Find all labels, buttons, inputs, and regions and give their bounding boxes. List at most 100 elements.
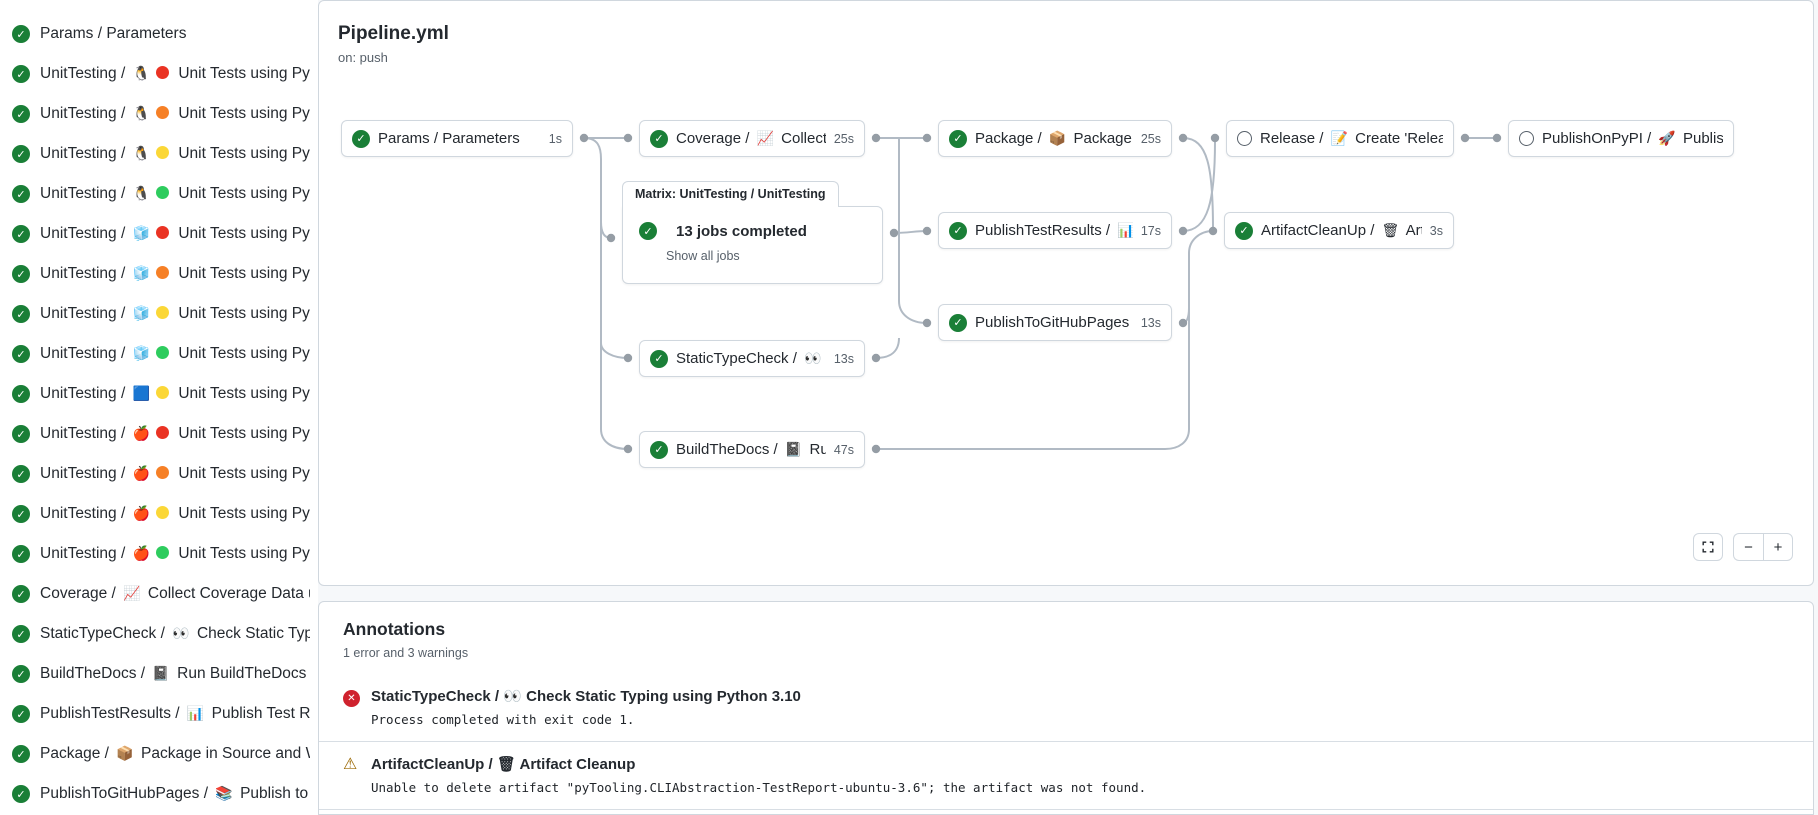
annotation-title[interactable]: ArtifactCleanUp / 🗑 Artifact Cleanup <box>371 756 636 773</box>
sidebar-job-item[interactable]: ✓UnitTesting / 🐧 Unit Tests using Pyth..… <box>0 174 318 214</box>
notebook-icon: 📓 <box>152 665 170 681</box>
annotations-list: ✕StaticTypeCheck / 👀 Check Static Typing… <box>319 674 1813 810</box>
workflow-node-publishtogithubpages[interactable]: ✓PublishToGitHubPages / 📚 ...13s <box>938 304 1172 341</box>
sidebar-job-item[interactable]: ✓UnitTesting / 🐧 Unit Tests using Pyth..… <box>0 54 318 94</box>
package-icon: 📦 <box>116 745 134 761</box>
sidebar-job-item[interactable]: ✓UnitTesting / 🧊 Unit Tests using Pyth..… <box>0 214 318 254</box>
sidebar-job-label: UnitTesting / 🍎 Unit Tests using Pyth... <box>40 425 310 442</box>
rocket-icon: 🚀 <box>1658 130 1676 146</box>
sidebar-job-item[interactable]: ✓UnitTesting / 🍎 Unit Tests using Pyth..… <box>0 454 318 494</box>
sidebar-job-label: UnitTesting / 🐧 Unit Tests using Pyth... <box>40 105 310 122</box>
workflow-node-release[interactable]: Release / 📝 Create 'Release P... <box>1226 120 1454 157</box>
sidebar-job-label: UnitTesting / 🍎 Unit Tests using Pyth... <box>40 545 310 562</box>
sidebar-job-item[interactable]: ✓ UnitTesting / 🧊 Unit Tests using Pyth..… <box>0 334 318 374</box>
workflow-node-package[interactable]: ✓Package / 📦 Package in So...25s <box>938 120 1172 157</box>
linux-penguin-icon: 🐧 <box>132 145 151 161</box>
apple-icon: 🍎 <box>132 545 151 561</box>
sidebar-job-item[interactable]: ✓UnitTesting / 🍎 Unit Tests using Pyth..… <box>0 494 318 534</box>
sidebar-job-label: Package / 📦 Package in Source and Wh... <box>40 745 310 762</box>
success-check-icon: ✓ <box>12 465 30 483</box>
sidebar-job-item[interactable]: ✓UnitTesting / 🧊 Unit Tests using Pyth..… <box>0 254 318 294</box>
pending-circle-icon <box>1519 131 1534 146</box>
ice-cube-icon: 🧊 <box>132 225 151 241</box>
annotation-title[interactable]: StaticTypeCheck / 👀 Check Static Typing … <box>371 688 801 705</box>
node-label: Params / Parameters <box>378 130 520 147</box>
success-check-icon: ✓ <box>12 665 30 683</box>
package-icon: 📦 <box>1048 130 1067 146</box>
success-check-icon: ✓ <box>12 345 30 363</box>
workflow-node-publishtestresults[interactable]: ✓PublishTestResults / 📊 Pu...17s <box>938 212 1172 249</box>
chart-increasing-icon: 📈 <box>123 585 141 601</box>
sidebar-job-label: UnitTesting / 🐧 Unit Tests using Pyth... <box>40 65 310 82</box>
sidebar-job-item[interactable]: ✓UnitTesting / 🟦 Unit Tests using Pyth..… <box>0 374 318 414</box>
pending-circle-icon <box>1237 131 1252 146</box>
success-check-icon: ✓ <box>12 425 30 443</box>
jobs-sidebar: ✓Params / Parameters✓UnitTesting / 🐧 Uni… <box>0 0 318 815</box>
zoom-out-button[interactable]: − <box>1733 533 1763 561</box>
apple-icon: 🍎 <box>132 425 151 441</box>
sidebar-job-item[interactable]: ✓Params / Parameters <box>0 14 318 54</box>
sidebar-job-item[interactable]: ✓UnitTesting / 🐧 Unit Tests using Pyth..… <box>0 94 318 134</box>
workflow-trigger: on: push <box>338 50 388 65</box>
sidebar-job-item[interactable]: ✓UnitTesting / 🐧 Unit Tests using Pyth..… <box>0 134 318 174</box>
success-check-icon: ✓ <box>949 129 967 148</box>
python-version-dot-icon <box>156 506 170 519</box>
bar-chart-icon: 📊 <box>1117 222 1133 238</box>
ice-cube-icon: 🧊 <box>132 345 151 361</box>
workflow-node-coverage[interactable]: ✓Coverage / 📈 Collect Cove...25s <box>639 120 865 157</box>
fullscreen-button[interactable] <box>1693 533 1723 561</box>
matrix-group-tab[interactable]: Matrix: UnitTesting / UnitTesting <box>622 181 839 207</box>
workflow-node-artifactcleanup[interactable]: ✓ArtifactCleanUp / 🗑 Artifac...3s <box>1224 212 1454 249</box>
ice-cube-icon: 🧊 <box>132 265 151 281</box>
apple-icon: 🍎 <box>132 465 151 481</box>
success-check-icon: ✓ <box>12 745 30 763</box>
notebook-icon: 📓 <box>784 441 803 457</box>
sidebar-job-item[interactable]: ✓PublishToGitHubPages / 📚 Publish to G..… <box>0 774 318 814</box>
success-check-icon: ✓ <box>12 545 30 563</box>
workflow-graph-card: Pipeline.yml on: push ✓Params / Paramete… <box>318 0 1814 586</box>
success-check-icon: ✓ <box>12 185 30 203</box>
sidebar-job-label: UnitTesting / 🍎 Unit Tests using Pyth... <box>40 505 310 522</box>
apple-icon: 🍎 <box>132 505 151 521</box>
graph-controls: − + <box>1693 533 1793 561</box>
linux-penguin-icon: 🐧 <box>132 185 151 201</box>
sidebar-job-item[interactable]: ✓StaticTypeCheck / 👀 Check Static Typing… <box>0 614 318 654</box>
workflow-node-statictypecheck[interactable]: ✓StaticTypeCheck / 👀 Chec...13s <box>639 340 865 377</box>
annotation-item: ✕StaticTypeCheck / 👀 Check Static Typing… <box>319 674 1813 742</box>
node-label: ArtifactCleanUp / 🗑 Artifac... <box>1261 222 1422 239</box>
workflow-node-publishonpypi[interactable]: PublishOnPyPI / 🚀 Publish to ... <box>1508 120 1734 157</box>
show-all-jobs-link[interactable]: Show all jobs <box>666 249 740 263</box>
node-label: PublishToGitHubPages / 📚 ... <box>975 314 1133 331</box>
wastebasket-icon: 🗑 <box>1381 222 1400 238</box>
node-duration: 17s <box>1140 223 1161 238</box>
sidebar-job-item[interactable]: ✓ Package / 📦 Package in Source and Wh... <box>0 734 318 774</box>
python-version-dot-icon <box>156 546 170 559</box>
sidebar-job-item[interactable]: ✓PublishTestResults / 📊 Publish Test Res… <box>0 694 318 734</box>
sidebar-job-item[interactable]: ✓ UnitTesting / 🍎 Unit Tests using Pyth..… <box>0 414 318 454</box>
python-version-dot-icon <box>156 266 170 279</box>
sidebar-job-item[interactable]: ✓ UnitTesting / 🍎 Unit Tests using Pyth..… <box>0 534 318 574</box>
books-icon: 📚 <box>215 785 233 801</box>
sidebar-job-item[interactable]: ✓UnitTesting / 🧊 Unit Tests using Pyth..… <box>0 294 318 334</box>
annotation-message: Unable to delete artifact "pyTooling.CLI… <box>371 780 1147 795</box>
sidebar-job-label: BuildTheDocs / 📓 Run BuildTheDocs <box>40 665 307 682</box>
success-check-icon: ✓ <box>12 705 30 723</box>
memo-icon: 📝 <box>1330 130 1348 146</box>
sidebar-job-label: PublishToGitHubPages / 📚 Publish to G... <box>40 785 310 802</box>
matrix-group-card: ✓ 13 jobs completed Show all jobs <box>622 206 883 284</box>
sidebar-job-item[interactable]: ✓ BuildTheDocs / 📓 Run BuildTheDocs <box>0 654 318 694</box>
node-label: PublishOnPyPI / 🚀 Publish to ... <box>1542 130 1723 147</box>
sidebar-job-label: UnitTesting / 🧊 Unit Tests using Pyth... <box>40 305 310 322</box>
python-version-dot-icon <box>156 146 170 159</box>
sidebar-job-label: StaticTypeCheck / 👀 Check Static Typing.… <box>40 625 310 642</box>
python-version-dot-icon <box>156 226 170 239</box>
sidebar-job-label: UnitTesting / 🧊 Unit Tests using Pyth... <box>40 345 310 362</box>
success-check-icon: ✓ <box>12 225 30 243</box>
annotations-title: Annotations <box>343 619 446 639</box>
workflow-node-buildthedocs[interactable]: ✓BuildTheDocs / 📓 Run Buil...47s <box>639 431 865 468</box>
node-duration: 25s <box>833 131 854 146</box>
python-version-dot-icon <box>156 466 170 479</box>
zoom-in-button[interactable]: + <box>1763 533 1793 561</box>
sidebar-job-item[interactable]: ✓Coverage / 📈 Collect Coverage Data usi.… <box>0 574 318 614</box>
